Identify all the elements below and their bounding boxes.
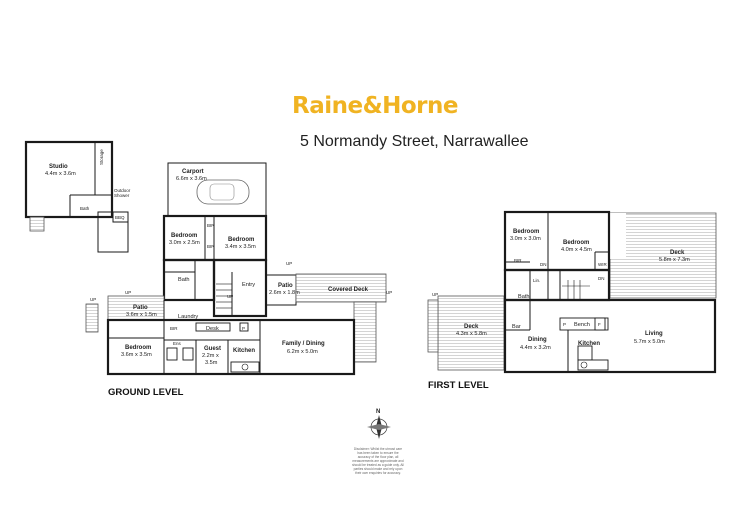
g-patio-side-dims: 3.6m x 1.5m <box>126 312 157 318</box>
carport-label: Carport <box>182 169 204 175</box>
f-deck-right-dims: 5.8m x 7.3m <box>659 257 690 263</box>
ground-level-plan: Studio 4.4m x 3.6m Storage Outdoor Showe… <box>24 140 392 376</box>
compass-north-label: N <box>376 409 380 415</box>
g-pantry-label: P <box>242 326 245 331</box>
g-family-dining-label: Family / Dining <box>282 341 325 347</box>
g-guest-dims-1: 2.2m x <box>202 353 219 359</box>
compass-rose: N <box>367 409 391 439</box>
outdoor-shower-label: Outdoor <box>114 188 131 193</box>
property-address: 5 Normandy Street, Narrawallee <box>300 133 529 150</box>
outdoor-shower-label-2: Shower <box>114 193 130 198</box>
f-deck-left-dims: 4.3m x 5.8m <box>456 331 487 337</box>
f-f-label: F <box>598 322 601 327</box>
g-desk-label: Desk <box>206 326 219 332</box>
ground-walls <box>85 214 387 376</box>
g-kitchen-label: Kitchen <box>233 348 255 354</box>
f-bedroom-1-dims: 3.0m x 3.0m <box>510 236 541 242</box>
g-up-marker-4: UP <box>90 297 96 302</box>
f-bench-label: Bench <box>574 322 590 328</box>
g-bedroom-1-dims: 3.0m x 2.5m <box>169 240 200 246</box>
brand-logo: Raine&Horne <box>291 93 459 119</box>
first-level-plan: Bedroom 3.0m x 3.0m Bedroom 4.0m x 4.5m … <box>427 210 717 374</box>
g-entry-label: Entry <box>242 282 255 288</box>
g-patio-front-label: Patio <box>278 283 293 289</box>
ground-level-label: GROUND LEVEL <box>108 387 184 398</box>
g-guest-label: Guest <box>204 346 221 352</box>
first-level-label: FIRST LEVEL <box>428 380 489 391</box>
g-ens-label: Ens <box>173 341 182 346</box>
g-bedroom-3-label: Bedroom <box>125 345 151 351</box>
g-up-marker-1: UP <box>286 261 292 266</box>
carport-dims: 6.6m x 3.6m <box>176 176 207 182</box>
f-bedroom-2-label: Bedroom <box>563 240 589 246</box>
studio-dims: 4.4m x 3.6m <box>45 171 76 177</box>
f-living-label: Living <box>645 331 663 337</box>
f-bir-label: BIR <box>514 258 522 263</box>
g-laundry-label: Laundry <box>178 314 198 320</box>
studio-bath-label: Bath <box>80 206 90 211</box>
f-lin-label: Lin. <box>533 278 540 283</box>
f-kitchen-label: Kitchen <box>578 341 600 347</box>
g-family-dining-dims: 6.2m x 5.0m <box>287 349 318 355</box>
f-bath-label: Bath <box>518 294 530 300</box>
g-covered-deck-label: Covered Deck <box>328 287 369 293</box>
g-bedroom-3-dims: 3.6m x 3.5m <box>121 352 152 358</box>
storage-label: Storage <box>99 149 104 165</box>
g-patio-front-dims: 2.6m x 1.8m <box>269 290 300 296</box>
f-up-marker: UP <box>432 292 438 297</box>
f-deck-right-label: Deck <box>670 250 685 256</box>
g-up-marker-3: UP <box>125 290 131 295</box>
f-dining-dims: 4.4m x 3.2m <box>520 345 551 351</box>
f-p-label: P <box>563 322 566 327</box>
g-up-marker-2: UP <box>386 290 392 295</box>
g-guest-dims-2: 3.5m <box>205 360 218 366</box>
g-bedroom-2-dims: 3.4m x 3.5m <box>225 244 256 250</box>
g-bir-1-label: BIR <box>207 223 215 228</box>
g-bir-2-label: BIR <box>207 244 215 249</box>
g-bedroom-1-label: Bedroom <box>171 233 197 239</box>
f-dn-marker-1: DN <box>540 262 547 267</box>
g-patio-side-label: Patio <box>133 305 148 311</box>
f-bedroom-2-dims: 4.0m x 4.5m <box>561 247 592 253</box>
f-dn-marker-2: DN <box>598 276 605 281</box>
g-up-marker-5: UP <box>227 294 233 299</box>
studio-label: Studio <box>49 164 68 170</box>
f-dining-label: Dining <box>528 337 547 343</box>
g-bedroom-2-label: Bedroom <box>228 237 254 243</box>
f-living-dims: 5.7m x 5.0m <box>634 339 665 345</box>
f-bar-label: Bar <box>512 324 521 330</box>
studio-building <box>24 140 129 253</box>
disclaimer-text: Disclaimer: Whilst the utmost care has b… <box>352 447 404 475</box>
car-icon <box>196 179 250 205</box>
bbq-label: BBQ <box>115 215 125 220</box>
g-bath-label: Bath <box>178 277 190 283</box>
f-deck-left-label: Deck <box>464 324 479 330</box>
f-wir-label: WIR <box>598 262 607 267</box>
g-bir-3-label: BIR <box>170 326 178 331</box>
f-bedroom-1-label: Bedroom <box>513 229 539 235</box>
